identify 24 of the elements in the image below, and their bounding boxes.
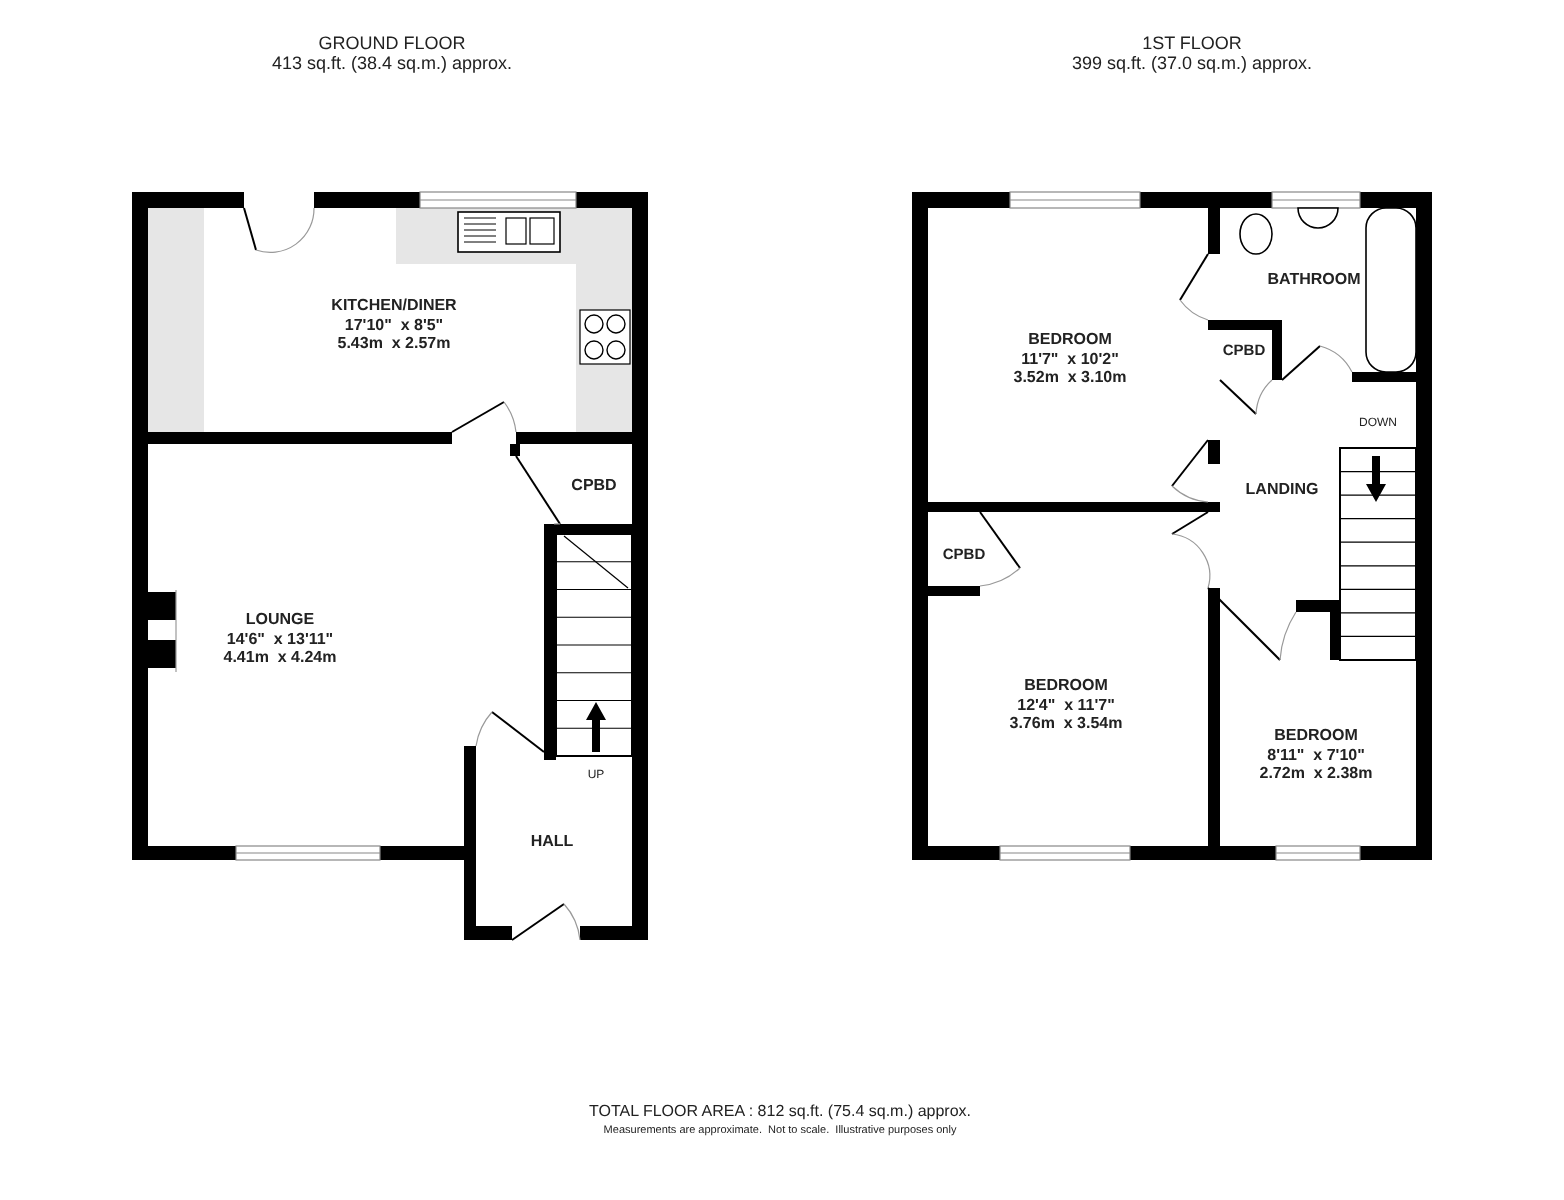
room-label: LOUNGE (245, 612, 315, 628)
total-area-text: TOTAL FLOOR AREA : 812 sq.ft. (75.4 sq.m.) approx. (588, 1104, 972, 1120)
room-label: 17'10" x 8'5" (344, 318, 444, 334)
room-label: BATHROOM (1267, 272, 1361, 288)
room-label: HALL (530, 834, 574, 850)
room-label: LANDING (1245, 482, 1319, 498)
room-label: 8'11" x 7'10" (1267, 748, 1365, 764)
room-label: 12'4" x 11'7" (1017, 698, 1115, 714)
room-label: 4.41m x 4.24m (223, 650, 337, 666)
floor-heading: 1ST FLOOR (1142, 35, 1242, 53)
room-label: BEDROOM (1024, 678, 1108, 694)
room-label: BEDROOM (1028, 332, 1112, 348)
room-label: BEDROOM (1274, 728, 1358, 744)
room-label: CPBD (571, 478, 617, 494)
room-label: 11'7" x 10'2" (1021, 352, 1119, 368)
room-label: 2.72m x 2.38m (1259, 766, 1373, 782)
floor-heading: GROUND FLOOR (318, 35, 466, 53)
floor-area-text: 399 sq.ft. (37.0 sq.m.) approx. (1071, 55, 1313, 73)
room-label: KITCHEN/DINER (331, 298, 457, 314)
room-label: 14'6" x 13'11" (226, 632, 334, 648)
room-label: 5.43m x 2.57m (337, 336, 451, 352)
room-label: 3.52m x 3.10m (1013, 370, 1127, 386)
floor-area-text: 413 sq.ft. (38.4 sq.m.) approx. (271, 55, 513, 73)
room-label: 3.76m x 3.54m (1009, 716, 1123, 732)
